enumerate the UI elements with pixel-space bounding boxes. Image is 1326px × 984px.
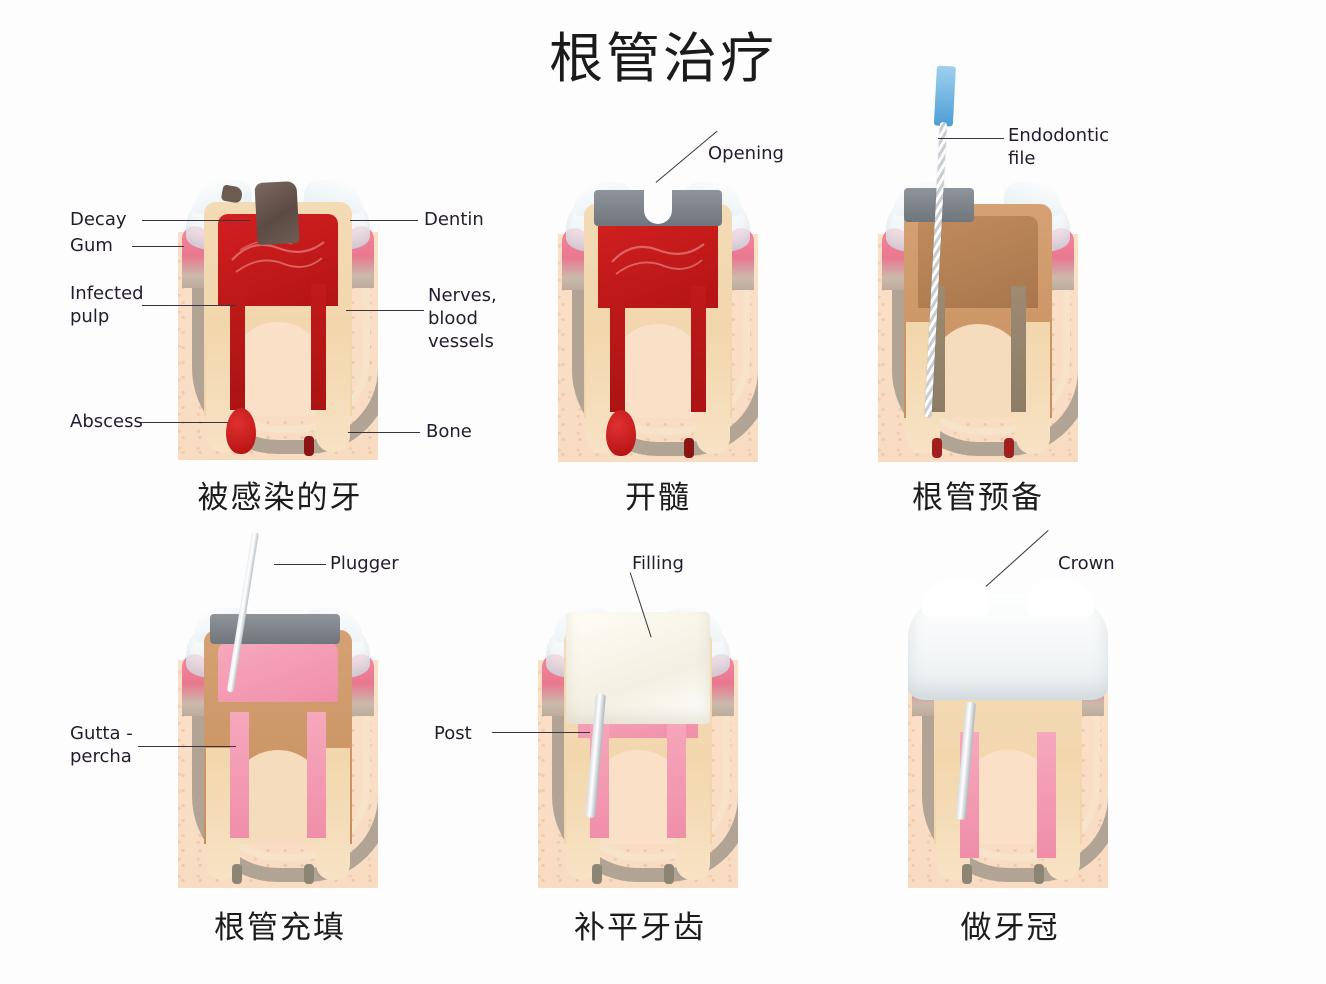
root-apex-left bbox=[962, 864, 972, 884]
tooth-illustration-opened bbox=[540, 172, 776, 462]
panel-crown-placement: Crown 做牙冠 bbox=[790, 529, 1250, 946]
label-abscess: Abscess bbox=[70, 411, 143, 432]
label-plugger: Plugger bbox=[330, 553, 399, 574]
tooth-illustration-infected bbox=[160, 170, 396, 460]
leader-abscess bbox=[140, 422, 228, 424]
caption-core-filling: 补平牙齿 bbox=[574, 910, 706, 946]
root-apex-right bbox=[1034, 864, 1044, 884]
label-filling: Filling bbox=[632, 553, 684, 574]
root-apex-right bbox=[304, 436, 314, 456]
panel-access-opening: Opening 开髓 bbox=[520, 130, 850, 516]
root-apex-right bbox=[1004, 438, 1014, 458]
panel-core-filling: Filling Post 补平牙齿 bbox=[420, 540, 840, 946]
leader-decay bbox=[142, 220, 250, 222]
abscess-bulb bbox=[606, 410, 636, 456]
leader-nerves bbox=[346, 310, 424, 312]
leader-plugger bbox=[274, 564, 326, 566]
root-apex-right bbox=[664, 864, 674, 884]
label-bone: Bone bbox=[426, 421, 472, 442]
tooth-illustration-filled bbox=[520, 598, 756, 888]
root-apex-right bbox=[684, 438, 694, 458]
label-gum: Gum bbox=[70, 235, 113, 256]
root-apex-left bbox=[592, 864, 602, 884]
label-infected-pulp: Infected pulp bbox=[70, 283, 144, 328]
decay-cavity bbox=[254, 180, 300, 246]
label-opening: Opening bbox=[708, 143, 784, 164]
caption-crown-placement: 做牙冠 bbox=[960, 910, 1060, 946]
tooth-illustration-obturated bbox=[160, 531, 396, 888]
label-endodontic-file: Endodontic file bbox=[1008, 125, 1110, 170]
label-dentin: Dentin bbox=[424, 209, 484, 230]
caption-canal-preparation: 根管预备 bbox=[912, 480, 1044, 516]
leader-gutta-percha bbox=[138, 746, 236, 748]
tooth-illustration-prepared bbox=[860, 65, 1096, 462]
caption-infected-tooth: 被感染的牙 bbox=[197, 480, 363, 516]
nerve-vessel-lines bbox=[611, 243, 705, 275]
leader-crown bbox=[985, 529, 1049, 588]
label-gutta-percha: Gutta - percha bbox=[70, 723, 133, 768]
label-nerves-blood-vessels: Nerves, blood vessels bbox=[428, 285, 497, 353]
access-opening-cavity bbox=[594, 190, 722, 226]
caption-access-opening: 开髓 bbox=[625, 480, 691, 516]
leader-infected-pulp bbox=[142, 305, 236, 307]
panel-canal-preparation: Endodontic file 根管预备 bbox=[840, 65, 1260, 516]
leader-bone bbox=[348, 432, 420, 434]
access-opening-cavity bbox=[210, 614, 340, 644]
panel-infected-tooth: Decay Gum Infected pulp Abscess Dentin N… bbox=[60, 150, 540, 516]
panel-canal-obturation: Plugger Gutta - percha 根管充填 bbox=[60, 531, 480, 946]
composite-filling-block bbox=[566, 612, 710, 724]
label-post: Post bbox=[434, 723, 472, 744]
porcelain-crown bbox=[908, 580, 1108, 700]
leader-dentin bbox=[350, 220, 418, 222]
tooth-illustration-crowned bbox=[890, 580, 1126, 888]
abscess-bulb bbox=[226, 408, 256, 454]
root-apex-left bbox=[232, 864, 242, 884]
file-handle bbox=[933, 65, 956, 127]
root-apex-right bbox=[304, 864, 314, 884]
leader-gum bbox=[132, 246, 184, 248]
leader-post bbox=[492, 732, 590, 734]
leader-endodontic-file bbox=[938, 138, 1004, 140]
root-apex-left bbox=[932, 438, 942, 458]
label-crown: Crown bbox=[1058, 553, 1115, 574]
label-decay: Decay bbox=[70, 209, 127, 230]
infected-pulp-region bbox=[598, 216, 718, 412]
caption-canal-obturation: 根管充填 bbox=[214, 910, 346, 946]
page-title: 根管治疗 bbox=[549, 27, 777, 90]
